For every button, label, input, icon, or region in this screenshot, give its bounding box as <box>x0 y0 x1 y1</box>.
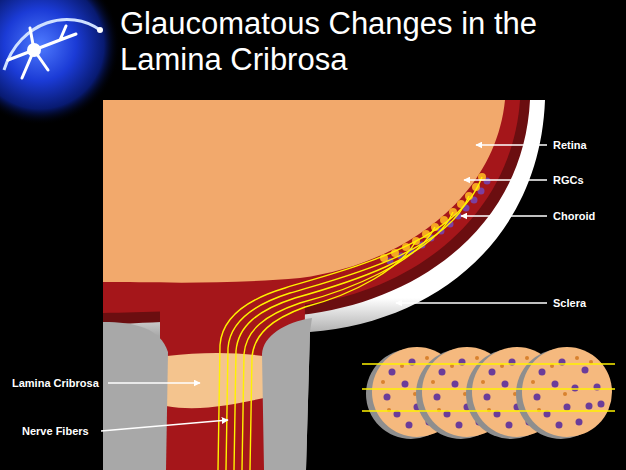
logo-neuron <box>8 26 76 78</box>
lamina-plates <box>362 347 615 439</box>
plate-fibers <box>362 364 615 411</box>
logo <box>0 0 120 125</box>
part-label: Choroid <box>553 209 595 223</box>
plate-fiber <box>362 410 615 412</box>
leader-arrow <box>476 144 547 145</box>
leader-arrow <box>396 302 547 303</box>
leader-arrows <box>101 145 547 431</box>
leader-arrow <box>464 179 547 180</box>
part-label: RGCs <box>553 173 584 187</box>
vitreous <box>103 100 505 283</box>
plate-pores <box>531 356 605 429</box>
leader-arrow <box>108 382 200 383</box>
plate-fiber <box>362 388 615 390</box>
nerve-fiber <box>226 196 469 470</box>
part-label: Sclera <box>553 296 586 310</box>
logo-neuron-body <box>27 43 41 57</box>
sclera-left <box>103 322 168 470</box>
logo-dot <box>97 27 103 33</box>
leader-arrow <box>101 420 228 431</box>
part-label: Retina <box>553 138 587 152</box>
lamina-cribrosa <box>166 353 264 408</box>
part-label: Lamina Cribrosa <box>12 376 99 390</box>
logo-swoosh <box>4 19 100 70</box>
leader-arrow <box>461 215 547 216</box>
plate <box>522 347 612 437</box>
part-label: Nerve Fibers <box>22 424 89 438</box>
sclera-right <box>262 318 312 470</box>
slide-title: Glaucomatous Changes in the Lamina Cribr… <box>120 6 600 78</box>
retina <box>103 100 520 313</box>
logo-glow <box>0 0 120 125</box>
plate-fiber <box>362 363 615 365</box>
